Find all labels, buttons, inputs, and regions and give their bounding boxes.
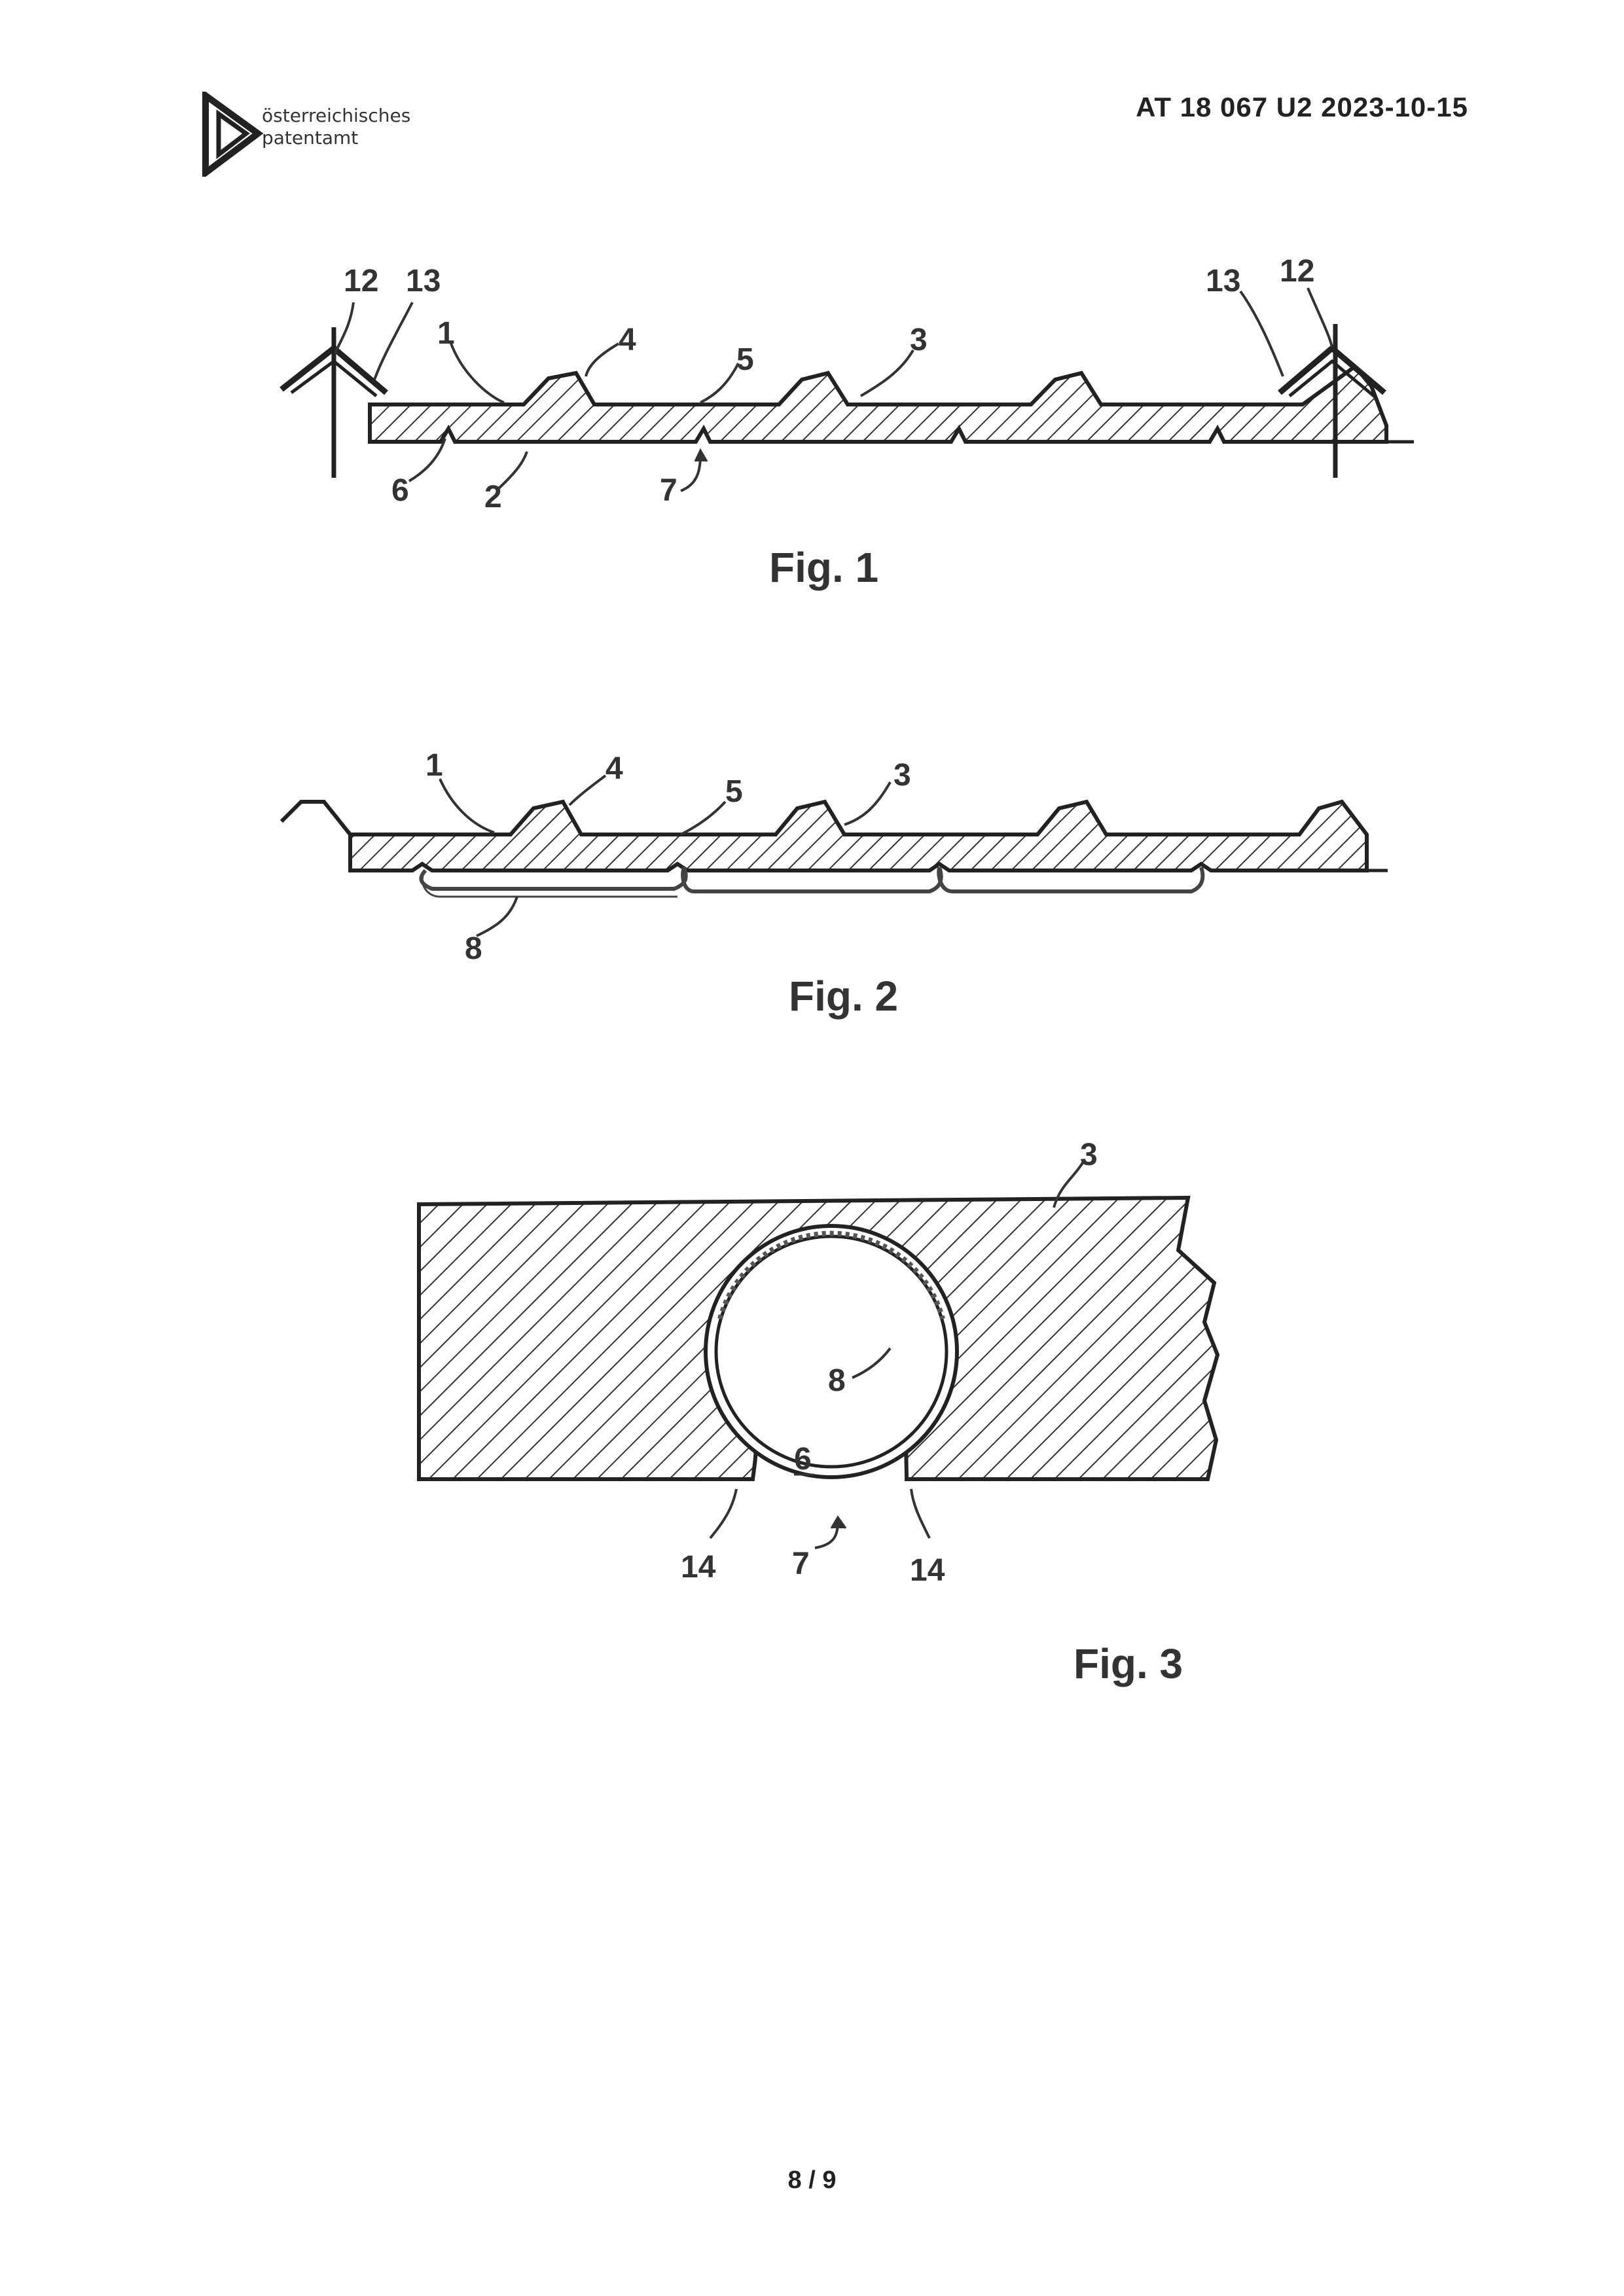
fig1-ref-1: 1	[437, 316, 455, 351]
fig2-ref-3: 3	[893, 758, 911, 793]
figure-2-caption: Fig. 2	[789, 972, 898, 1020]
fig3-ref-3: 3	[1080, 1138, 1098, 1172]
figure-3-drawing: 3 8 6 14 7 14	[0, 1113, 1624, 1636]
fig2-panel-profile	[350, 802, 1367, 870]
fig1-ref-13-left: 13	[406, 264, 441, 298]
fig1-ref-12-right: 12	[1280, 254, 1314, 289]
fig1-ref-7: 7	[660, 473, 677, 508]
fig2-ref-4: 4	[605, 751, 623, 786]
fig3-ref-8: 8	[828, 1363, 846, 1398]
fig1-ref-12-left: 12	[344, 264, 378, 298]
fig1-ref-6: 6	[391, 473, 409, 508]
fig3-ref-14-left: 14	[681, 1550, 716, 1585]
fig2-ref-1: 1	[425, 748, 443, 783]
fig1-panel-profile	[370, 367, 1386, 442]
figure-1-caption: Fig. 1	[769, 543, 878, 592]
fig1-ref-2: 2	[484, 480, 502, 514]
fig1-ref-4: 4	[619, 323, 636, 357]
fig1-ref-5: 5	[736, 342, 754, 377]
fig2-ref-8: 8	[465, 931, 482, 966]
figure-3-caption: Fig. 3	[1074, 1640, 1183, 1688]
fig1-ref-13-right: 13	[1206, 264, 1240, 298]
fig1-ref-3: 3	[910, 323, 928, 357]
fig3-ref-14-right: 14	[910, 1553, 945, 1588]
figure-2-drawing: 1 4 5 3 8	[0, 720, 1624, 1113]
page-number: 8 / 9	[0, 2166, 1624, 2195]
fig2-ref-5: 5	[725, 774, 743, 809]
fig3-ref-7: 7	[792, 1547, 810, 1581]
fig3-ref-6: 6	[794, 1442, 812, 1477]
